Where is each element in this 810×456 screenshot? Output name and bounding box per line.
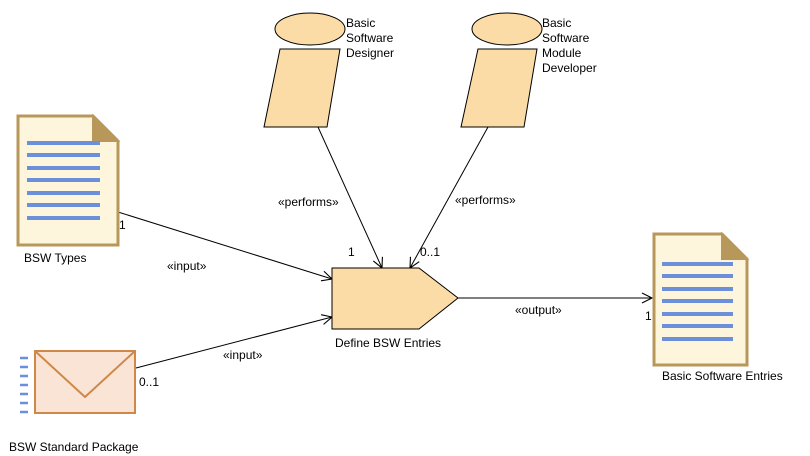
bsw-standard-package-envelope-icon[interactable] <box>20 350 136 414</box>
role-designer-label-line: Designer <box>346 46 395 60</box>
bsw-standard-package-multiplicity: 0..1 <box>139 375 160 389</box>
output-label: «output» <box>515 303 562 317</box>
role-developer-label-line: Basic <box>542 16 572 30</box>
input-connector-bsw-types[interactable] <box>117 211 332 279</box>
task-label: Define BSW Entries <box>335 336 442 350</box>
role-designer-icon[interactable] <box>263 12 346 128</box>
bsw-types-multiplicity: 1 <box>119 218 126 232</box>
role-designer-label: Basic Software Designer <box>346 16 394 61</box>
task-icon[interactable] <box>331 267 459 330</box>
performs-multiplicity-developer: 0..1 <box>420 245 441 259</box>
performs-connector-developer[interactable] <box>410 126 489 268</box>
role-developer-label-line: Developer <box>542 61 597 75</box>
basic-software-entries-artifact-icon[interactable] <box>652 231 750 367</box>
input-connector-bsw-standard-package[interactable] <box>135 317 332 369</box>
bsw-standard-package-input-label: «input» <box>223 348 263 362</box>
role-designer-label-line: Software <box>346 31 394 45</box>
bsw-types-input-label: «input» <box>167 259 207 273</box>
performs-label-developer: «performs» <box>455 193 516 207</box>
performs-connector-designer[interactable] <box>317 126 382 268</box>
role-designer-label-line: Basic <box>346 16 376 30</box>
bsw-standard-package-label: BSW Standard Package <box>9 440 139 454</box>
role-developer-label-line: Module <box>542 46 582 60</box>
role-developer-label-line: Software <box>542 31 590 45</box>
bsw-types-artifact-icon[interactable] <box>16 113 121 247</box>
role-developer-label: Basic Software Module Developer <box>542 16 597 76</box>
performs-multiplicity-designer: 1 <box>348 245 355 259</box>
bsw-types-label: BSW Types <box>24 251 87 265</box>
output-multiplicity: 1 <box>645 309 652 323</box>
basic-software-entries-label: Basic Software Entries <box>662 369 783 383</box>
role-developer-icon[interactable] <box>460 12 543 128</box>
performs-label-designer: «performs» <box>278 195 339 209</box>
